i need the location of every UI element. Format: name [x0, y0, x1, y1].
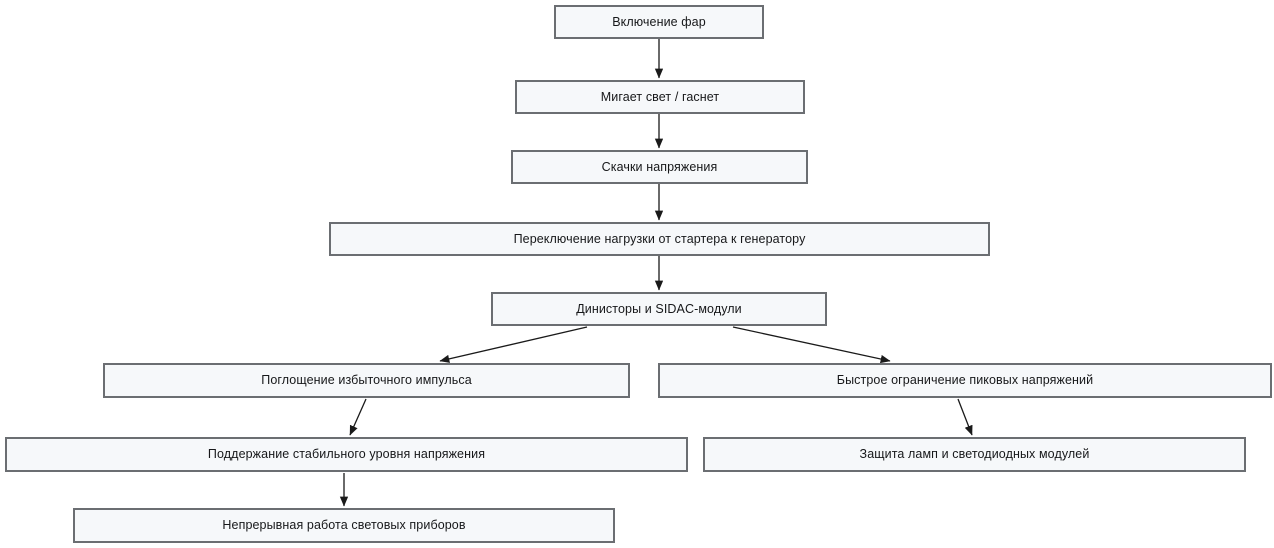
- flowchart-node-label: Динисторы и SIDAC-модули: [576, 301, 742, 316]
- flowchart-node-n3[interactable]: Скачки напряжения: [511, 150, 808, 184]
- flowchart-node-n1[interactable]: Включение фар: [554, 5, 764, 39]
- flowchart-node-label: Поддержание стабильного уровня напряжени…: [207, 447, 486, 461]
- flowchart-node-n8[interactable]: Поддержание стабильного уровня напряжени…: [5, 437, 688, 472]
- flowchart-edge-n5-to-n6: [439, 326, 588, 363]
- flowchart-node-n10[interactable]: Непрерывная работа световых приборов: [73, 508, 615, 543]
- flowchart-node-n4[interactable]: Переключение нагрузки от стартера к гене…: [329, 222, 990, 256]
- flowchart-node-n2[interactable]: Мигает свет / гаснет: [515, 80, 805, 114]
- flowchart-node-label: Быстрое ограничение пиковых напряжений: [836, 373, 1094, 387]
- flowchart-edge-n6-to-n8: [349, 398, 367, 436]
- flowchart-node-label: Защита ламп и светодиодных модулей: [859, 447, 1090, 461]
- flowchart-node-n5[interactable]: Динисторы и SIDAC-модули: [491, 292, 827, 326]
- flowchart-node-label: Мигает свет / гаснет: [600, 89, 720, 104]
- flowchart-edge-n5-to-n7: [732, 326, 891, 364]
- flowchart-node-n9[interactable]: Защита ламп и светодиодных модулей: [703, 437, 1246, 472]
- flowchart-node-label: Скачки напряжения: [601, 159, 718, 174]
- flowchart-node-label: Включение фар: [612, 14, 706, 29]
- flowchart-node-label: Непрерывная работа световых приборов: [222, 518, 466, 532]
- flowchart-edge-n7-to-n9: [957, 398, 973, 436]
- flowchart-node-n6[interactable]: Поглощение избыточного импульса: [103, 363, 630, 398]
- flowchart-node-label: Переключение нагрузки от стартера к гене…: [513, 231, 806, 246]
- flowchart-node-label: Поглощение избыточного импульса: [261, 373, 472, 387]
- flowchart-node-n7[interactable]: Быстрое ограничение пиковых напряжений: [658, 363, 1272, 398]
